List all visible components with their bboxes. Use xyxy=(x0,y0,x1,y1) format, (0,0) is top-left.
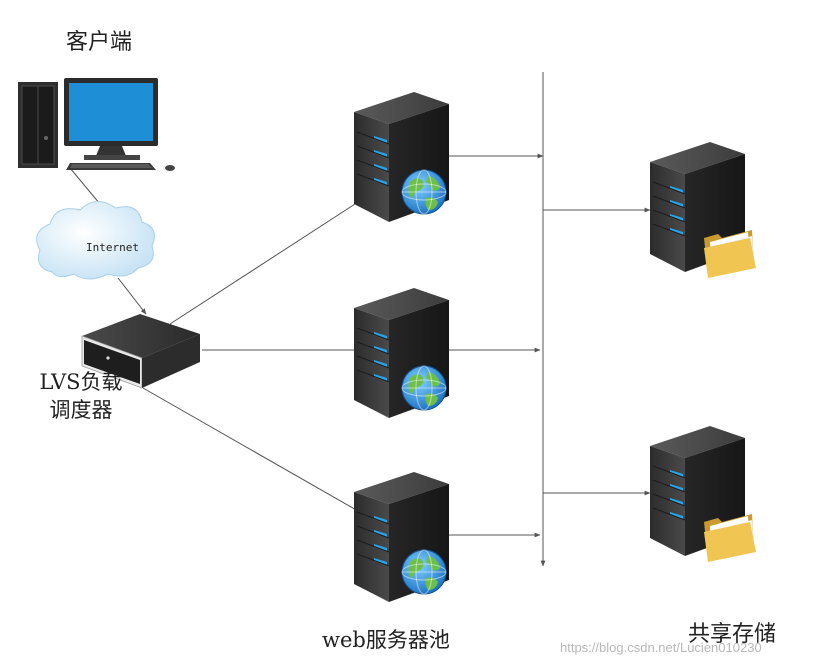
web-pool-label: web服务器池 xyxy=(322,628,450,652)
web-server-1 xyxy=(353,91,450,223)
folder-icon xyxy=(704,230,756,278)
folder-icon xyxy=(704,514,756,562)
link-internet-lvs xyxy=(117,277,147,315)
shared-storage-label: 共享存储 xyxy=(688,622,777,647)
watermark: https://blog.csdn.net/Lucien010230 xyxy=(560,640,762,655)
globe-icon xyxy=(401,169,447,215)
storage-server-1 xyxy=(649,141,756,278)
keyboard xyxy=(66,163,156,170)
link-lvs-web1 xyxy=(169,192,373,325)
internet-label: Internet xyxy=(86,241,139,254)
globe-icon xyxy=(401,549,447,595)
cloud-icon: Internet xyxy=(36,201,155,280)
monitor xyxy=(64,78,158,160)
link-client-internet xyxy=(69,167,101,205)
mouse xyxy=(165,165,175,171)
desktop-computer-icon xyxy=(18,78,175,171)
pc-tower xyxy=(18,82,58,168)
client-label: 客户端 xyxy=(66,30,133,55)
globe-icon xyxy=(401,365,447,411)
lvs-label: LVS负载调度器 xyxy=(39,370,123,422)
load-balancer-appliance-icon xyxy=(81,314,200,389)
web-server-3 xyxy=(353,471,450,603)
storage-server-2 xyxy=(649,425,756,562)
web-server-2 xyxy=(353,287,450,419)
